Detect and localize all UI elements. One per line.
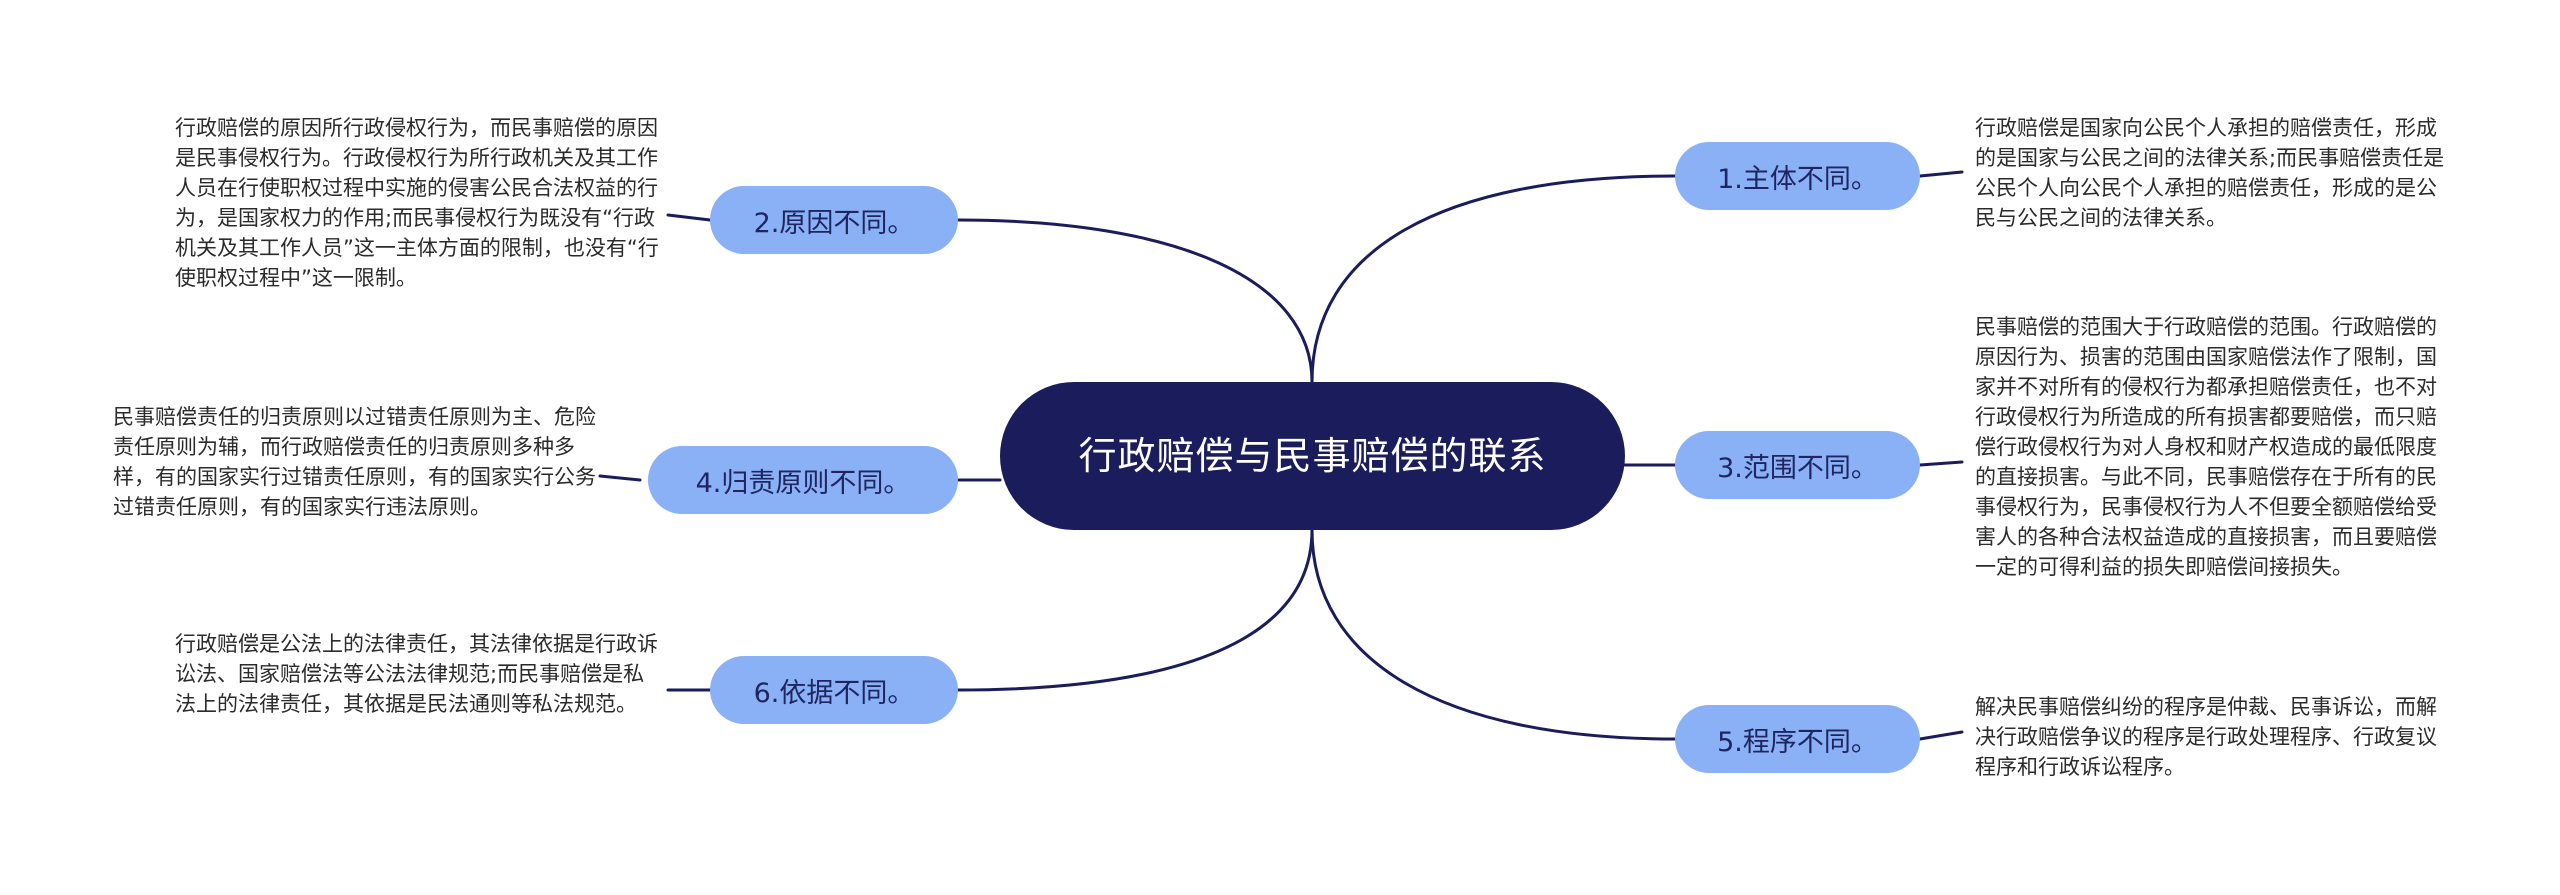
detail-line-b1 [1918,170,1964,178]
topic-label: 1.主体不同。 [1717,163,1878,195]
detail-line-b3 [1918,460,1964,467]
detail-text: 民事赔偿的范围大于行政赔偿的范围。行政赔偿的原因行为、损害的范围由国家赔偿法作了… [1975,315,2437,579]
connector-b2 [956,218,1314,384]
detail-basis-different: 行政赔偿是公法上的法律责任，其法律依据是行政诉讼法、国家赔偿法等公法法律规范;而… [175,629,660,719]
connector-b6 [956,528,1314,692]
detail-text: 民事赔偿责任的归责原则以过错责任原则为主、危险责任原则为辅，而行政赔偿责任的归责… [113,405,596,519]
detail-procedure-different: 解决民事赔偿纠纷的程序是仲裁、民事诉讼，而解决行政赔偿争议的程序是行政处理程序、… [1975,692,2455,782]
central-topic-title: 行政赔偿与民事赔偿的联系 [1078,434,1547,478]
topic-subject-different[interactable]: 1.主体不同。 [1675,142,1920,210]
detail-scope-different: 民事赔偿的范围大于行政赔偿的范围。行政赔偿的原因行为、损害的范围由国家赔偿法作了… [1975,312,2455,582]
detail-text: 解决民事赔偿纠纷的程序是仲裁、民事诉讼，而解决行政赔偿争议的程序是行政处理程序、… [1975,695,2437,779]
topic-cause-different[interactable]: 2.原因不同。 [710,186,958,254]
topic-label: 2.原因不同。 [753,207,915,239]
connector-b1 [1310,174,1677,384]
detail-subject-different: 行政赔偿是国家向公民个人承担的赔偿责任，形成的是国家与公民之间的法律关系;而民事… [1975,113,2455,233]
topic-label: 6.依据不同。 [753,677,915,709]
detail-text: 行政赔偿是公法上的法律责任，其法律依据是行政诉讼法、国家赔偿法等公法法律规范;而… [175,632,658,716]
topic-procedure-different[interactable]: 5.程序不同。 [1675,705,1920,773]
topic-scope-different[interactable]: 3.范围不同。 [1675,431,1920,499]
detail-line-b4 [598,474,642,482]
topic-label: 4.归责原则不同。 [695,467,911,499]
detail-text: 行政赔偿是国家向公民个人承担的赔偿责任，形成的是国家与公民之间的法律关系;而民事… [1975,116,2445,230]
detail-text: 行政赔偿的原因所行政侵权行为，而民事赔偿的原因是民事侵权行为。行政侵权行为所行政… [175,116,659,290]
topic-label: 5.程序不同。 [1717,726,1878,758]
central-topic[interactable]: 行政赔偿与民事赔偿的联系 [1000,382,1625,530]
connector-b5 [1310,528,1677,741]
detail-line-b2 [666,213,712,222]
detail-line-b5 [1918,730,1964,741]
detail-liability-principle-different: 民事赔偿责任的归责原则以过错责任原则为主、危险责任原则为辅，而行政赔偿责任的归责… [113,402,598,522]
topic-liability-principle-different[interactable]: 4.归责原则不同。 [648,446,958,514]
topic-label: 3.范围不同。 [1717,452,1878,484]
detail-cause-different: 行政赔偿的原因所行政侵权行为，而民事赔偿的原因是民事侵权行为。行政侵权行为所行政… [175,113,660,293]
topic-basis-different[interactable]: 6.依据不同。 [710,656,958,724]
